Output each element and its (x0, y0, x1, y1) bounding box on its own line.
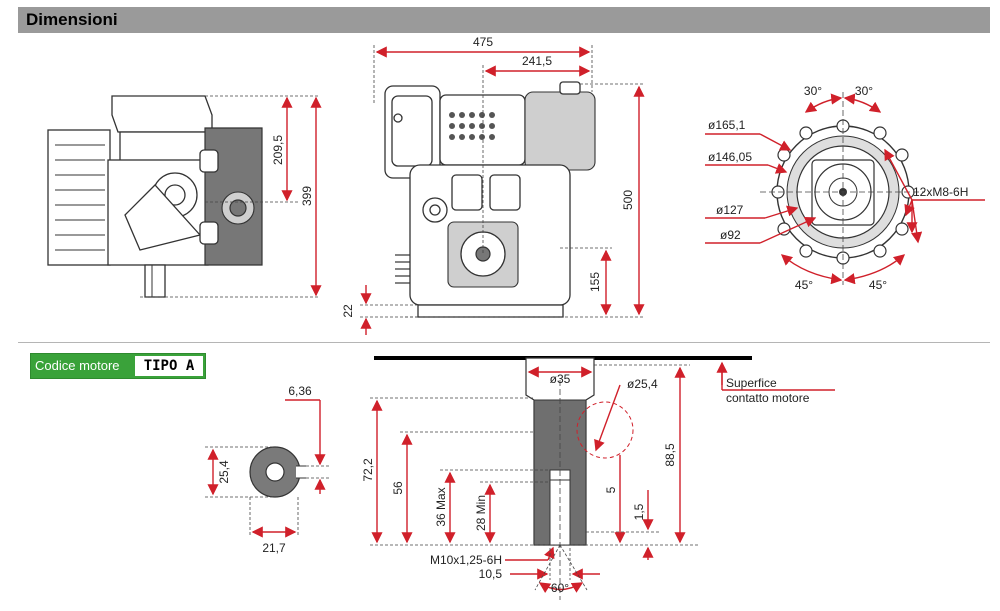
dim-500: 500 (621, 190, 635, 210)
dia-92: ø92 (720, 228, 741, 242)
angle-45-left: 45° (795, 278, 813, 292)
dim-22: 22 (341, 304, 355, 318)
section-divider (18, 342, 990, 343)
dim-5: 5 (604, 486, 618, 493)
front-view-engine (384, 81, 596, 318)
dia-25-4: ø25,4 (627, 377, 658, 391)
engine-code-label: Codice motore (35, 358, 120, 373)
angle-60: 60° (551, 581, 569, 595)
dim-10-5: 10,5 (479, 567, 503, 581)
dim-56: 56 (391, 481, 405, 495)
dim-241-5: 241,5 (522, 54, 552, 68)
flange-view (760, 92, 925, 285)
thread-12xm8: 12xM8-6H (913, 185, 968, 199)
dim-475: 475 (473, 35, 493, 49)
engine-code-box: Codice motore TIPO A (30, 353, 206, 379)
section-header: Dimensioni (18, 7, 990, 33)
thread-m10: M10x1,25-6H (430, 553, 502, 567)
dim-25-4: 25,4 (217, 460, 231, 484)
dim-36-max: 36 Max (434, 487, 448, 526)
angle-30-right: 30° (855, 84, 873, 98)
dim-399: 399 (300, 186, 314, 206)
engine-code-value: TIPO A (135, 356, 203, 376)
dim-21-7: 21,7 (262, 541, 286, 555)
section-title: Dimensioni (26, 10, 118, 29)
dim-1-5: 1,5 (632, 503, 646, 520)
dim-28-min: 28 Min (474, 495, 488, 531)
dim-155: 155 (588, 272, 602, 292)
shaft-view (525, 357, 634, 600)
angle-30-left: 30° (804, 84, 822, 98)
surface-label-2: contatto motore (726, 391, 810, 405)
dia-146-05: ø146,05 (708, 150, 752, 164)
dim-209-5: 209,5 (271, 135, 285, 165)
key-view (249, 446, 306, 498)
dim-88-5: 88,5 (663, 443, 677, 467)
angle-45-right: 45° (869, 278, 887, 292)
side-view-engine (47, 95, 263, 298)
dia-165-1: ø165,1 (708, 118, 746, 132)
dim-6-36: 6,36 (288, 384, 312, 398)
dia-127: ø127 (716, 203, 744, 217)
surface-label-1: Superfice (726, 376, 777, 390)
dia-35: ø35 (550, 372, 571, 386)
dim-72-2: 72,2 (361, 458, 375, 482)
